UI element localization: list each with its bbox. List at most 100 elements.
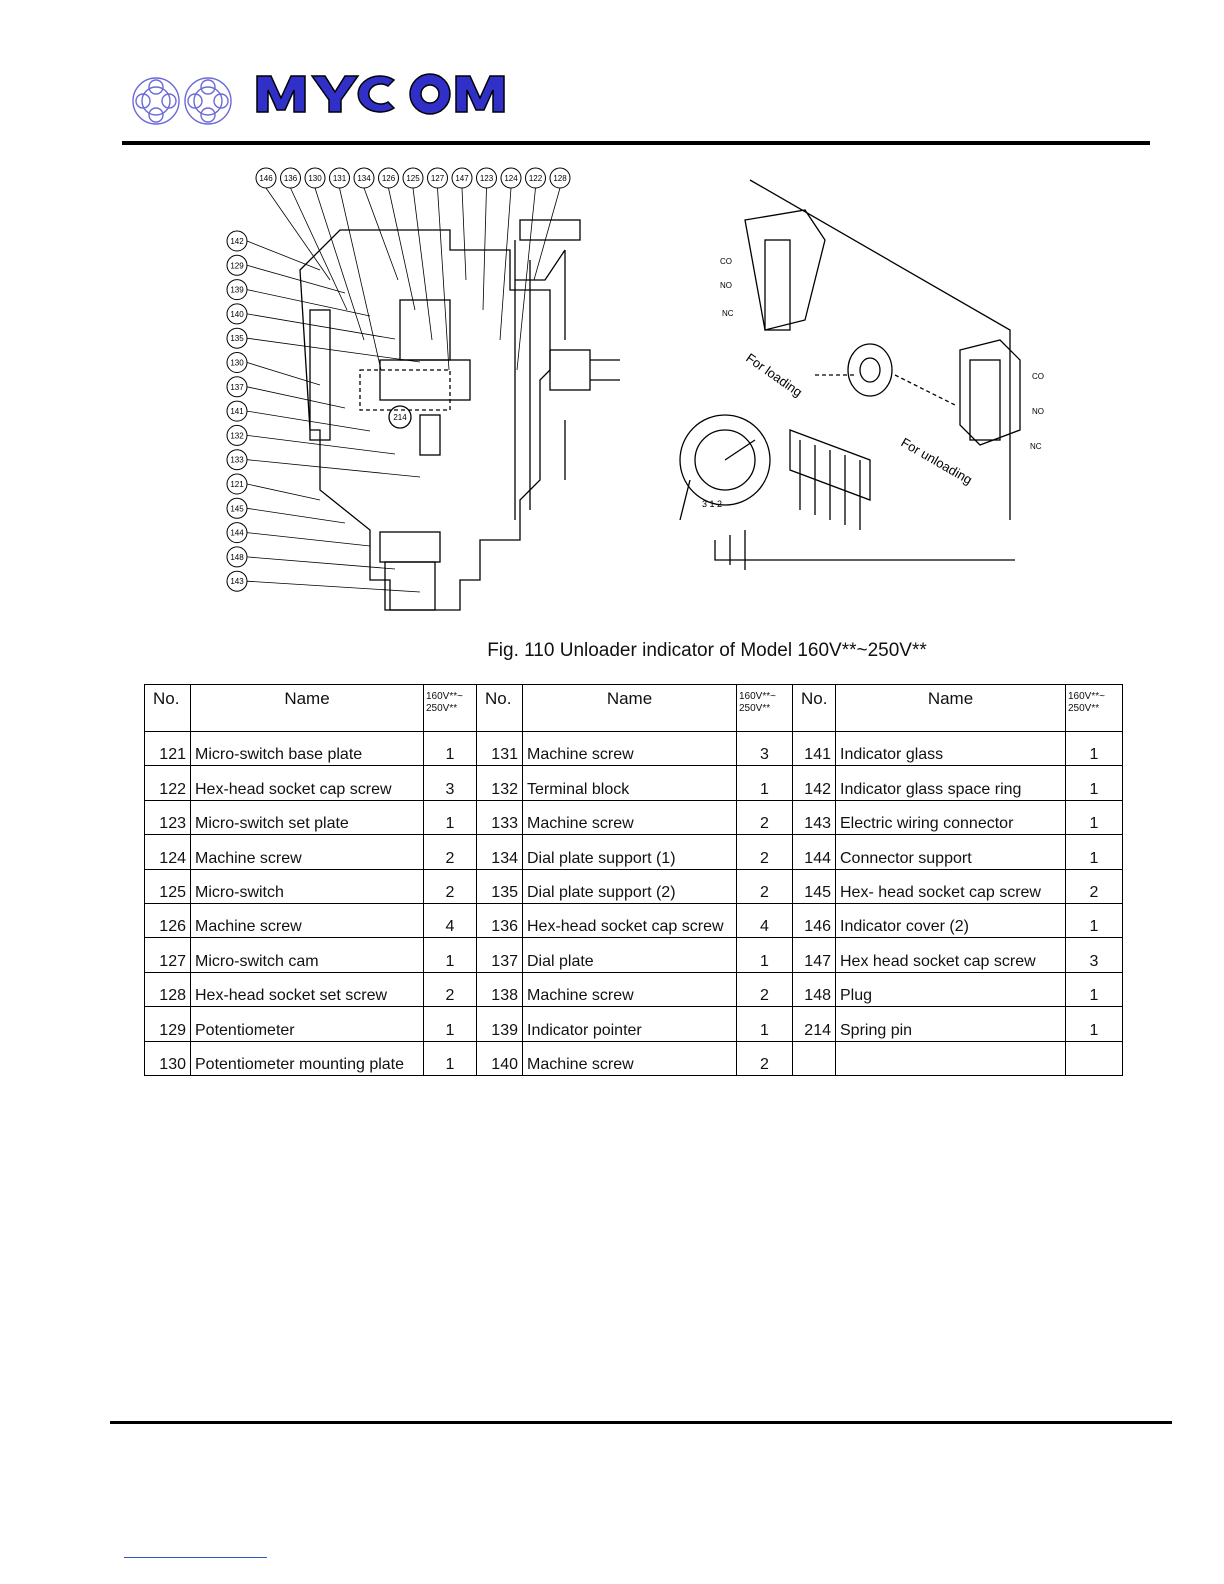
top-callout-147: 147 <box>451 167 473 189</box>
part-number: 138 <box>476 971 523 1008</box>
top-callout-136: 136 <box>280 167 301 189</box>
part-name: Machine screw <box>522 1040 737 1076</box>
part-number: 130 <box>144 1040 191 1076</box>
header-no: No. <box>792 684 836 732</box>
part-name: Machine screw <box>190 834 424 870</box>
header-no: No. <box>476 684 523 732</box>
svg-text:131: 131 <box>333 174 347 183</box>
part-name: Spring pin <box>835 1006 1066 1042</box>
part-quantity: 1 <box>1065 971 1123 1008</box>
svg-text:146: 146 <box>259 174 273 183</box>
part-name: Machine screw <box>522 799 737 836</box>
part-name: Hex-head socket set screw <box>190 971 424 1008</box>
part-name: Plug <box>835 971 1066 1008</box>
part-name: Indicator cover (2) <box>835 902 1066 939</box>
part-name: Potentiometer <box>190 1006 424 1042</box>
table-header-row: No. Name 160V**~250V** No. Name 160V**~2… <box>144 684 1123 732</box>
left-callout-column: 1421291391401351301371411321331211451441… <box>226 230 248 592</box>
part-quantity: 4 <box>423 902 477 939</box>
potentiometer-terminal-label: 3 1 2 <box>702 499 722 509</box>
left-callout-130: 130 <box>226 352 248 373</box>
part-name: Machine screw <box>190 902 424 939</box>
svg-text:127: 127 <box>431 174 445 183</box>
svg-text:143: 143 <box>230 577 244 586</box>
left-switch-nc-label: NC <box>722 309 734 318</box>
svg-text:122: 122 <box>529 174 543 183</box>
header-name: Name <box>522 684 737 732</box>
part-quantity: 2 <box>736 834 793 870</box>
part-name: Dial plate <box>522 937 737 973</box>
part-quantity: 1 <box>736 937 793 973</box>
logo-wordmark <box>256 73 505 115</box>
top-callout-125: 125 <box>402 167 424 189</box>
part-number: 144 <box>792 834 836 870</box>
top-callout-127: 127 <box>427 167 448 189</box>
part-name: Hex-head socket cap screw <box>190 765 424 801</box>
svg-text:141: 141 <box>230 407 244 416</box>
svg-text:121: 121 <box>230 480 244 489</box>
sectional-drawing <box>299 219 620 611</box>
exploded-assembly-drawing <box>679 179 1021 570</box>
part-number: 214 <box>792 1006 836 1042</box>
svg-text:134: 134 <box>357 174 371 183</box>
part-name: Machine screw <box>522 730 737 767</box>
part-number: 134 <box>476 834 523 870</box>
part-quantity: 1 <box>423 937 477 973</box>
part-quantity: 2 <box>423 834 477 870</box>
part-quantity: 1 <box>423 1006 477 1042</box>
header-name: Name <box>190 684 424 732</box>
left-callout-144: 144 <box>226 522 248 544</box>
left-callout-121: 121 <box>226 473 248 495</box>
part-number: 143 <box>792 799 836 836</box>
top-callout-123: 123 <box>476 167 497 189</box>
part-number: 139 <box>476 1006 523 1042</box>
svg-text:135: 135 <box>230 334 244 343</box>
part-name: Dial plate support (1) <box>522 834 737 870</box>
switch-cam <box>847 343 893 397</box>
svg-text:133: 133 <box>230 456 244 465</box>
part-number: 133 <box>476 799 523 836</box>
top-callout-128: 128 <box>549 167 571 189</box>
part-number: 148 <box>792 971 836 1008</box>
part-quantity: 4 <box>736 902 793 939</box>
left-callout-137: 137 <box>226 376 248 398</box>
header-qty: 160V**~250V** <box>423 684 477 732</box>
left-callout-148: 148 <box>226 546 248 568</box>
terminal-block <box>789 429 871 501</box>
right-micro-switch <box>959 339 1021 446</box>
svg-text:144: 144 <box>230 529 244 538</box>
svg-text:140: 140 <box>230 310 244 319</box>
part-quantity: 1 <box>1065 1006 1123 1042</box>
svg-text:129: 129 <box>230 261 244 270</box>
left-micro-switch <box>744 209 826 331</box>
top-callout-124: 124 <box>500 167 522 189</box>
left-switch-co-label: CO <box>720 257 732 266</box>
part-number: 141 <box>792 730 836 767</box>
top-callout-134: 134 <box>353 167 375 189</box>
svg-text:126: 126 <box>382 174 396 183</box>
part-number: 137 <box>476 937 523 973</box>
left-switch-no-label: NO <box>720 281 732 290</box>
part-quantity: 1 <box>736 1006 793 1042</box>
part-number: 129 <box>144 1006 191 1042</box>
part-quantity: 1 <box>1065 834 1123 870</box>
part-number: 142 <box>792 765 836 801</box>
part-quantity: 1 <box>423 799 477 836</box>
right-switch-nc-label: NC <box>1030 442 1042 451</box>
part-name: Indicator pointer <box>522 1006 737 1042</box>
part-quantity: 2 <box>423 868 477 904</box>
part-number: 124 <box>144 834 191 870</box>
part-number: 132 <box>476 765 523 801</box>
left-callout-133: 133 <box>226 449 248 471</box>
part-number <box>792 1040 836 1076</box>
svg-text:130: 130 <box>308 174 322 183</box>
